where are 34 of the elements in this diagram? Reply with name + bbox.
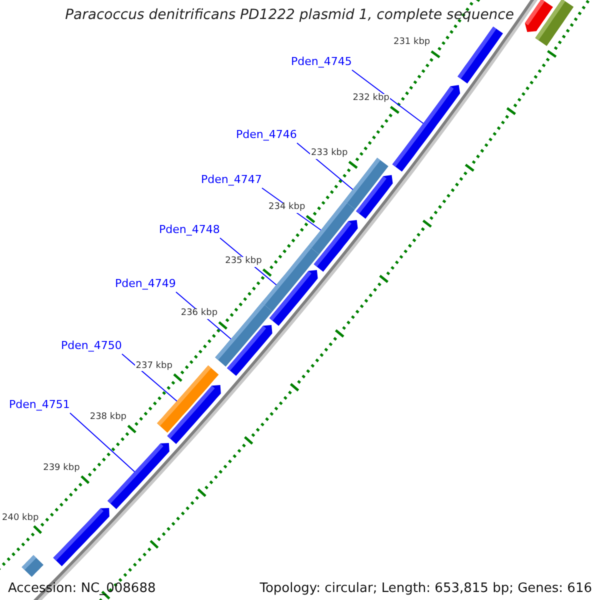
gene-bar: [314, 220, 358, 272]
gene-bar: [458, 26, 503, 84]
leader-line: [352, 70, 424, 124]
gene-label: Pden_4746: [236, 129, 297, 142]
tick-label: 238 kbp: [88, 413, 128, 423]
gene-bar: [535, 0, 574, 46]
tick-label: 232 kbp: [352, 94, 390, 104]
gene-label: Pden_4749: [115, 278, 176, 290]
gene-bar: [392, 85, 460, 172]
gene-label: Pden_4751: [9, 399, 70, 412]
tick-label: 235 kbp: [224, 256, 263, 267]
accession-text: Accession: NC_008688: [8, 582, 156, 596]
tick-label: 239 kbp: [42, 464, 81, 474]
gene-label: Pden_4747: [201, 174, 262, 186]
tick-label: 236 kbp: [180, 309, 219, 320]
tick-label: 237 kbp: [134, 362, 174, 372]
map-title: Paracoccus denitrificans PD1222 plasmid 1, complete sequence: [64, 6, 515, 25]
tick-label: 234 kbp: [268, 203, 306, 213]
gene-label: Pden_4750: [61, 340, 122, 352]
leader-line: [70, 412, 136, 472]
gene-bar: [22, 555, 44, 577]
tick-label: 233 kbp: [310, 148, 349, 159]
tick-label: 231 kbp: [392, 38, 432, 48]
gene-bar: [167, 385, 221, 444]
gene-bar: [356, 175, 393, 219]
leader-line: [122, 354, 178, 402]
gene-bar: [269, 270, 318, 326]
gene-label: Pden_4745: [291, 56, 352, 68]
gene-bar: [53, 508, 110, 566]
gene-bar: [108, 443, 170, 510]
tick-label: 240 kbp: [1, 514, 40, 524]
gene-bar: [227, 325, 272, 376]
sequence-info-text: Topology: circular; Length: 653,815 bp; Genes: 616: [260, 582, 592, 596]
gene-label: Pden_4748: [159, 224, 220, 236]
